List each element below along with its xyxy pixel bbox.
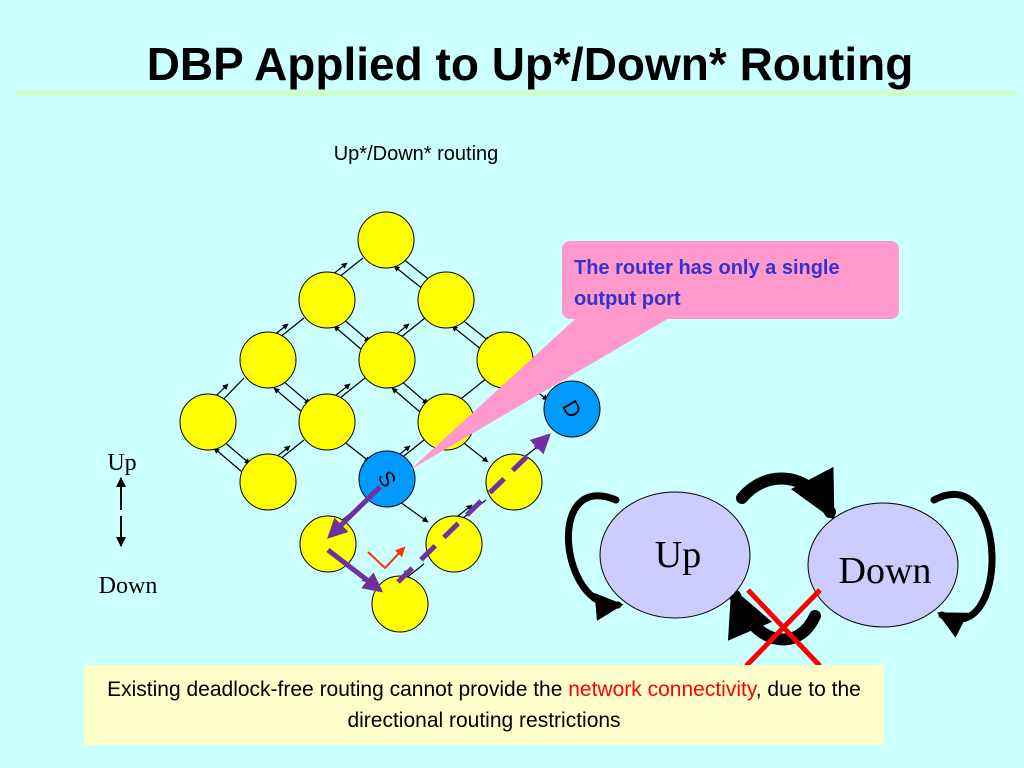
callout-pointer bbox=[410, 300, 700, 470]
down-state bbox=[807, 502, 959, 628]
state-transitions bbox=[564, 466, 996, 646]
up-state bbox=[599, 491, 751, 619]
router-node bbox=[417, 271, 475, 329]
down-state-label: Down bbox=[839, 550, 932, 592]
title-underline bbox=[16, 90, 1016, 96]
router-node bbox=[357, 211, 415, 269]
conclusion-highlight: network connectivity bbox=[568, 678, 756, 701]
diagram-caption: Up*/Down* routing bbox=[334, 143, 499, 165]
destination-node bbox=[543, 380, 601, 438]
conclusion-box: Existing deadlock-free routing cannot pr… bbox=[84, 665, 884, 745]
conclusion-text: Existing deadlock-free routing cannot pr… bbox=[107, 678, 569, 701]
router-node bbox=[298, 393, 356, 451]
router-node bbox=[239, 331, 297, 389]
callout-text: The router has only a single output port bbox=[574, 257, 840, 310]
forbidden-cross-icon bbox=[744, 588, 822, 668]
router-node bbox=[239, 453, 297, 511]
conclusion-text-end: , due to the directional routing restric… bbox=[347, 678, 861, 732]
axis-down-label: Down bbox=[99, 573, 158, 599]
network-links bbox=[199, 257, 549, 593]
axis-up-label: Up bbox=[107, 450, 136, 476]
router-node bbox=[371, 575, 429, 633]
router-node bbox=[298, 271, 356, 329]
up-state-label: Up bbox=[655, 534, 701, 576]
turn-mark bbox=[367, 546, 406, 570]
router-node bbox=[358, 331, 416, 389]
router-node bbox=[425, 515, 483, 573]
slide-title: DBP Applied to Up*/Down* Routing bbox=[146, 38, 914, 90]
router-node bbox=[179, 393, 237, 451]
router-node bbox=[485, 453, 543, 511]
callout-box: The router has only a single output port bbox=[562, 241, 899, 319]
routing-path bbox=[326, 433, 551, 593]
